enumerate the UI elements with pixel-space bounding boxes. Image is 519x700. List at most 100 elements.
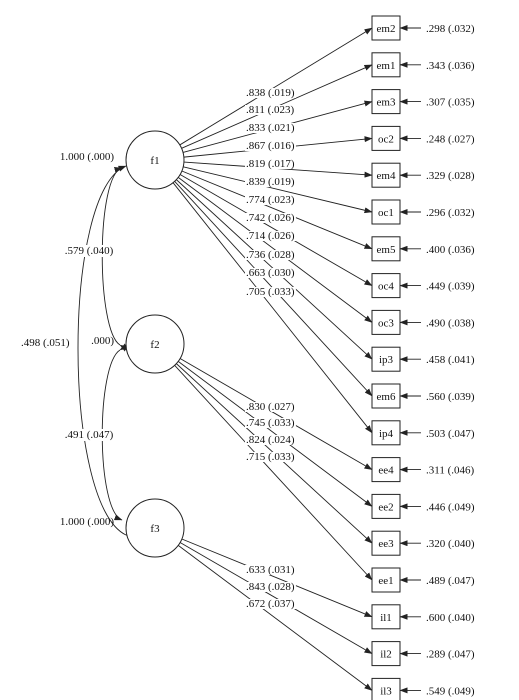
- indicator-label-ee4: ee4: [378, 465, 394, 477]
- indicator-label-em6: em6: [377, 391, 396, 403]
- loading-path-em5: [181, 170, 373, 250]
- loading-label-ip3: .736 (.028): [246, 249, 295, 261]
- loading-label-em5: .774 (.023): [246, 194, 295, 206]
- loading-path-em2: [179, 27, 373, 146]
- error-label-oc1: .296 (.032): [426, 207, 475, 219]
- indicator-box-oc2: [371, 125, 401, 151]
- loading-label-bg-oc1: [245, 177, 296, 187]
- indicator-label-il1: il1: [380, 612, 392, 624]
- factor-f3-variance: 1.000 (.000): [60, 516, 114, 528]
- correlation-label-f1-f2: .579 (.040): [65, 245, 114, 257]
- correlation-label-f2-f3: .491 (.047): [65, 429, 114, 441]
- indicator-label-oc3: oc3: [378, 317, 394, 329]
- loading-label-il3: .672 (.037): [246, 598, 295, 610]
- loading-label-bg-oc3: [245, 231, 296, 241]
- indicator-label-oc4: oc4: [378, 281, 394, 293]
- loading-label-ee2: .745 (.033): [246, 417, 295, 429]
- loading-label-il2: .843 (.028): [246, 581, 295, 593]
- factor-f2-variance: .000): [91, 335, 114, 347]
- loading-label-bg-ip3: [245, 250, 296, 260]
- factor-f2-label: f2: [150, 339, 159, 351]
- indicator-label-oc2: oc2: [378, 133, 394, 145]
- loading-path-ee2: [177, 361, 373, 507]
- error-label-em1: .343 (.036): [426, 60, 475, 72]
- loading-label-bg-ee2: [245, 418, 296, 428]
- loading-label-il1: .633 (.031): [246, 564, 295, 576]
- error-label-ee2: .446 (.049): [426, 501, 475, 513]
- indicator-box-em6: [371, 383, 401, 409]
- loading-label-bg-em1: [245, 105, 296, 115]
- loading-path-oc3: [177, 177, 373, 323]
- indicator-label-ip4: ip4: [379, 428, 394, 440]
- indicator-box-il1: [371, 604, 401, 630]
- loading-label-em2: .838 (.019): [246, 87, 295, 99]
- indicator-box-ip3: [371, 346, 401, 372]
- loading-path-ip4: [172, 182, 373, 434]
- correlation-label-bg-f1-f3: [20, 337, 71, 349]
- indicator-box-ee1: [371, 567, 401, 593]
- indicator-box-em3: [371, 89, 401, 115]
- loading-label-em6: .663 (.030): [246, 267, 295, 279]
- error-label-em3: .307 (.035): [426, 97, 475, 109]
- loading-label-bg-em2: [245, 88, 296, 98]
- loading-label-ee3: .824 (.024): [246, 434, 295, 446]
- indicator-box-oc4: [371, 273, 401, 299]
- error-label-il2: .289 (.047): [426, 649, 475, 661]
- error-label-em2: .298 (.032): [426, 23, 475, 35]
- indicator-box-oc3: [371, 309, 401, 335]
- correlation-label-f1-f3: .498 (.051): [21, 337, 70, 349]
- loading-label-ip4: .705 (.033): [246, 286, 295, 298]
- error-label-ee3: .320 (.040): [426, 538, 475, 550]
- error-label-ip3: .458 (.041): [426, 354, 475, 366]
- indicator-box-em1: [371, 52, 401, 78]
- error-label-oc2: .248 (.027): [426, 133, 475, 145]
- loading-label-bg-ee1: [245, 452, 296, 462]
- indicator-box-ee2: [371, 493, 401, 519]
- factor-f2-circle: [125, 314, 185, 374]
- loading-path-ee1: [174, 365, 373, 581]
- indicator-box-em2: [371, 15, 401, 41]
- loading-path-il2: [179, 542, 373, 654]
- indicator-label-em2: em2: [377, 23, 396, 35]
- indicator-label-ip3: ip3: [379, 354, 394, 366]
- error-label-ip4: .503 (.047): [426, 428, 475, 440]
- error-label-il1: .600 (.040): [426, 612, 475, 624]
- loading-label-bg-oc4: [245, 213, 296, 223]
- indicator-label-il3: il3: [380, 685, 392, 697]
- loading-path-il1: [181, 538, 373, 618]
- loading-label-bg-ee3: [245, 435, 296, 445]
- loading-label-bg-ip4: [245, 287, 296, 297]
- correlation-label-bg-f1-f2: [63, 245, 115, 257]
- indicator-box-ee3: [371, 530, 401, 556]
- loading-label-ee1: .715 (.033): [246, 451, 295, 463]
- indicator-box-em4: [371, 162, 401, 188]
- error-label-em5: .400 (.036): [426, 244, 475, 256]
- factor-f3-label: f3: [150, 523, 160, 535]
- indicator-label-il2: il2: [380, 649, 392, 661]
- loading-path-oc4: [179, 174, 373, 286]
- indicator-label-ee2: ee2: [378, 501, 393, 513]
- loading-label-bg-oc2: [245, 141, 296, 151]
- error-label-oc4: .449 (.039): [426, 281, 475, 293]
- error-label-em6: .560 (.039): [426, 391, 475, 403]
- factor-f1-label: f1: [150, 155, 159, 167]
- loading-path-ee4: [179, 358, 373, 470]
- indicator-box-ip4: [371, 420, 401, 446]
- error-label-oc3: .490 (.038): [426, 317, 475, 329]
- indicator-label-oc1: oc1: [378, 207, 394, 219]
- loading-label-bg-em4: [245, 159, 296, 169]
- indicator-label-em5: em5: [377, 244, 396, 256]
- indicator-box-ee4: [371, 457, 401, 483]
- loading-label-oc4: .742 (.026): [246, 212, 295, 224]
- loading-label-bg-em6: [245, 268, 296, 278]
- indicator-box-il3: [371, 677, 401, 700]
- indicator-label-ee1: ee1: [378, 575, 393, 587]
- loading-label-oc2: .867 (.016): [246, 140, 295, 152]
- indicator-label-em4: em4: [377, 170, 396, 182]
- loading-label-bg-em5: [245, 195, 296, 205]
- indicator-box-oc1: [371, 199, 401, 225]
- error-label-ee1: .489 (.047): [426, 575, 475, 587]
- error-label-ee4: .311 (.046): [426, 465, 475, 477]
- loading-path-il3: [177, 545, 373, 691]
